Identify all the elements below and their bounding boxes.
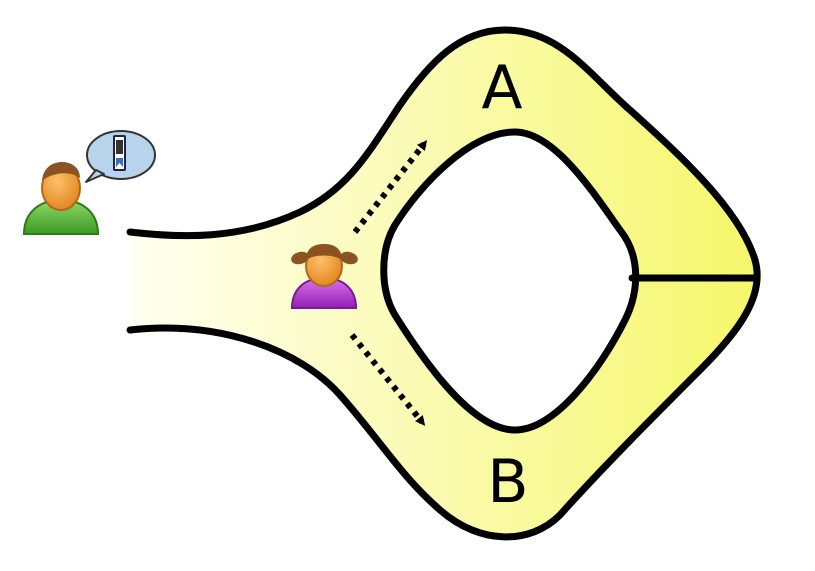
path-label-b: B [487,447,528,517]
arrow-to-a [352,140,428,234]
girl-pigtail-left [291,251,309,265]
speech-bubble-icon [85,130,156,183]
path-label-a: A [481,53,522,123]
girl-hair [306,244,342,260]
man-hair [42,162,80,180]
girl-person-icon [290,244,358,309]
cave-outer-wall-bottom [126,256,761,541]
cave-tunnel [130,30,758,537]
arrow-to-b [349,333,426,426]
cave-inner-wall [380,128,640,434]
man-person-icon [22,162,100,235]
key-icon [113,135,126,171]
girl-pigtail-right [340,251,358,265]
cave-outer-wall-top [126,26,759,264]
